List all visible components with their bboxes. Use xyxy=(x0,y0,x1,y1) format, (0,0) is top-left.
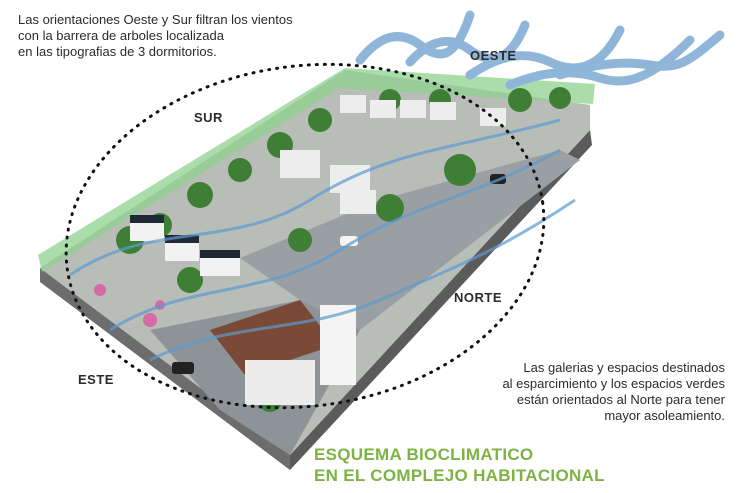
main-road xyxy=(240,150,580,330)
dotted-analysis-ellipse xyxy=(64,62,546,410)
wind-waves xyxy=(355,10,725,90)
title-line-1: ESQUEMA BIOCLIMATICO xyxy=(314,445,534,464)
diagram-title: ESQUEMA BIOCLIMATICO EN EL COMPLEJO HABI… xyxy=(314,444,605,486)
wind-flow-lines xyxy=(69,118,576,362)
label-west: OESTE xyxy=(470,48,517,63)
intro-paragraph: Las orientaciones Oeste y Sur filtran lo… xyxy=(18,12,378,60)
label-east: ESTE xyxy=(78,372,114,387)
outro-line-1: Las galerias y espacios destinados xyxy=(523,360,725,375)
intro-line-2: con la barrera de arboles localizada xyxy=(18,28,224,43)
intro-line-1: Las orientaciones Oeste y Sur filtran lo… xyxy=(18,12,293,27)
label-north: NORTE xyxy=(454,290,502,305)
green-barrier-south xyxy=(38,68,345,272)
title-line-2: EN EL COMPLEJO HABITACIONAL xyxy=(314,466,605,485)
outro-paragraph: Las galerias y espacios destinados al es… xyxy=(395,360,725,424)
houses xyxy=(130,95,506,405)
label-south: SUR xyxy=(194,110,223,125)
outro-line-3: están orientados al Norte para tener xyxy=(516,392,725,407)
outro-line-4: mayor asoleamiento. xyxy=(604,408,725,423)
green-barrier-west xyxy=(340,68,595,104)
flowering-shrubs xyxy=(94,284,165,327)
site-base-right-side xyxy=(290,130,592,470)
site-base-front-side xyxy=(40,268,290,470)
outro-line-2: al esparcimiento y los espacios verdes xyxy=(502,376,725,391)
intro-line-3: en las tipografias de 3 dormitorios. xyxy=(18,44,217,59)
